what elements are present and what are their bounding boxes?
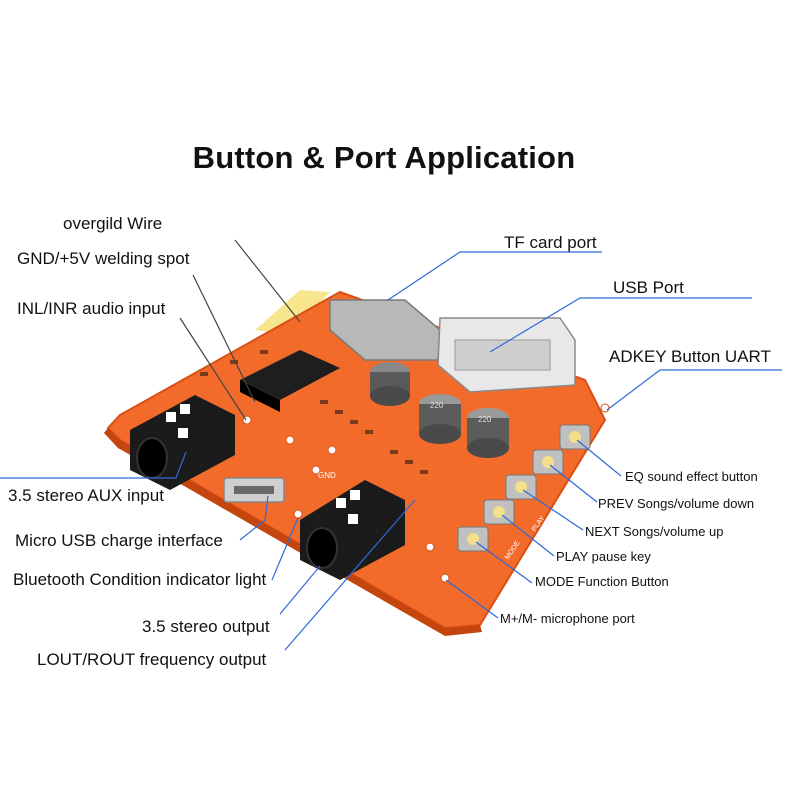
leader-mic [445, 579, 499, 619]
label-tf-card: TF card port [504, 233, 597, 252]
capacitor-label-2: 220 [478, 415, 492, 424]
leader-eq [576, 439, 622, 477]
label-bt-indicator: Bluetooth Condition indicator light [13, 570, 267, 589]
capacitor-label-1: 220 [430, 401, 444, 410]
leader-aux [0, 451, 187, 479]
leader-stereo-output [279, 565, 321, 615]
diagram-title: Button & Port Application [192, 140, 576, 175]
capacitor-2 [419, 394, 461, 444]
label-gnd-5v: GND/+5V welding spot [17, 249, 190, 268]
leader-lines-dark [179, 239, 301, 421]
leader-overgild [234, 239, 301, 323]
leader-play [501, 514, 555, 557]
label-adkey: ADKEY Button UART [609, 347, 771, 366]
leader-usb-port [489, 297, 752, 353]
leader-mode [475, 541, 533, 584]
label-mic-port: M+/M- microphone port [500, 611, 635, 626]
silk-gnd: GND [318, 471, 336, 480]
leader-lout-rout [284, 499, 416, 651]
capacitor-3 [467, 408, 509, 458]
button-eq [559, 424, 591, 450]
label-eq-button: EQ sound effect button [625, 469, 758, 484]
label-prev-button: PREV Songs/volume down [598, 496, 755, 511]
leader-prev [549, 464, 598, 503]
label-overgild-wire: overgild Wire [63, 214, 163, 233]
label-lout-rout: LOUT/ROUT frequency output [37, 650, 267, 669]
label-inl-inr: INL/INR audio input [17, 299, 166, 318]
leader-gnd-5v [192, 274, 256, 403]
main-ic-chip-side [240, 380, 280, 412]
label-next-button: NEXT Songs/volume up [585, 524, 724, 539]
leader-lines [0, 251, 782, 651]
main-ic-chip [240, 350, 340, 400]
label-stereo-output: 3.5 stereo output [142, 617, 270, 636]
leader-micro-usb [239, 495, 269, 541]
aux-input-jack [130, 395, 235, 490]
leader-next [522, 489, 584, 531]
label-aux-input: 3.5 stereo AUX input [8, 486, 164, 505]
label-play-button: PLAY pause key [556, 549, 651, 564]
leader-tf-card [387, 251, 602, 301]
label-mode-button: MODE Function Button [535, 574, 669, 589]
button-prev [532, 449, 564, 475]
silk-prev: PREV [580, 463, 597, 483]
stereo-output-jack [300, 480, 405, 580]
smd-components [200, 350, 428, 474]
leader-inl-inr [179, 317, 247, 421]
capacitor-1 [370, 362, 410, 406]
micro-usb-opening [234, 486, 274, 494]
leader-adkey [606, 369, 782, 411]
leader-bt-indicator [271, 517, 299, 581]
silk-eq: EQ [600, 448, 612, 461]
solder-pads [242, 403, 610, 583]
label-usb-port: USB Port [613, 278, 684, 297]
label-micro-usb: Micro USB charge interface [15, 531, 223, 550]
